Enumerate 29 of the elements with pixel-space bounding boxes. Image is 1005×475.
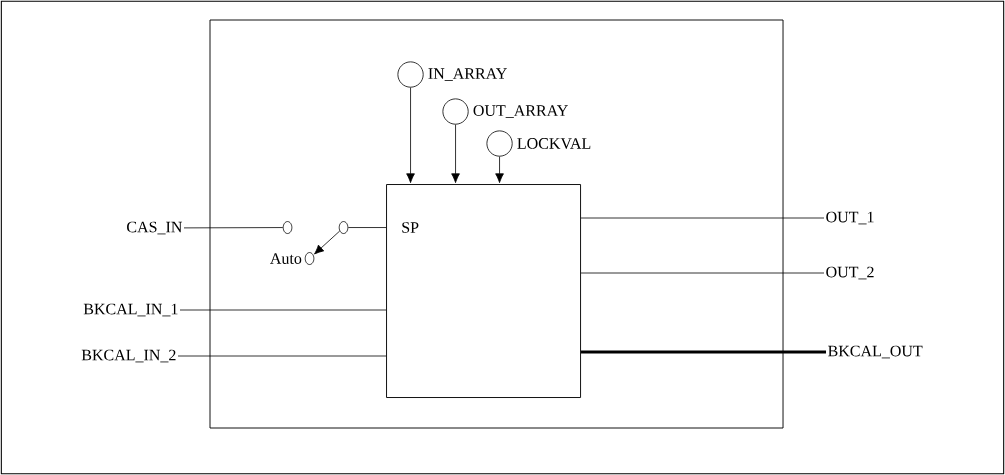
signal-label: BKCAL_OUT [828, 345, 923, 359]
function-block: SP [386, 184, 581, 398]
signal-label: CAS_IN [127, 221, 183, 235]
signal-line [183, 227, 284, 229]
port-circle [486, 130, 513, 157]
signal-label: BKCAL_IN_2 [81, 349, 176, 363]
arrow [451, 124, 460, 184]
signal-line [179, 309, 387, 311]
port-circle [442, 98, 469, 125]
signal-line [177, 355, 387, 357]
port-circle [397, 61, 424, 88]
switch-contact [304, 252, 315, 265]
signal-line [580, 217, 825, 219]
port-label: LOCKVAL [517, 138, 591, 149]
port-label: IN_ARRAY [428, 68, 507, 81]
signal-label: BKCAL_IN_1 [83, 303, 178, 317]
port-label: OUT_ARRAY [473, 105, 568, 118]
block-box [209, 19, 784, 429]
arrow [314, 230, 340, 255]
signal-label: OUT_2 [826, 266, 874, 280]
switch-label: Auto [270, 253, 302, 264]
switch-contact [282, 221, 293, 234]
signal-line [581, 350, 826, 354]
arrow [495, 156, 504, 184]
switch-contact [338, 221, 349, 234]
signal-label: OUT_1 [826, 211, 874, 225]
signal-line [347, 227, 387, 228]
arrow [406, 87, 415, 184]
signal-line [580, 272, 825, 274]
